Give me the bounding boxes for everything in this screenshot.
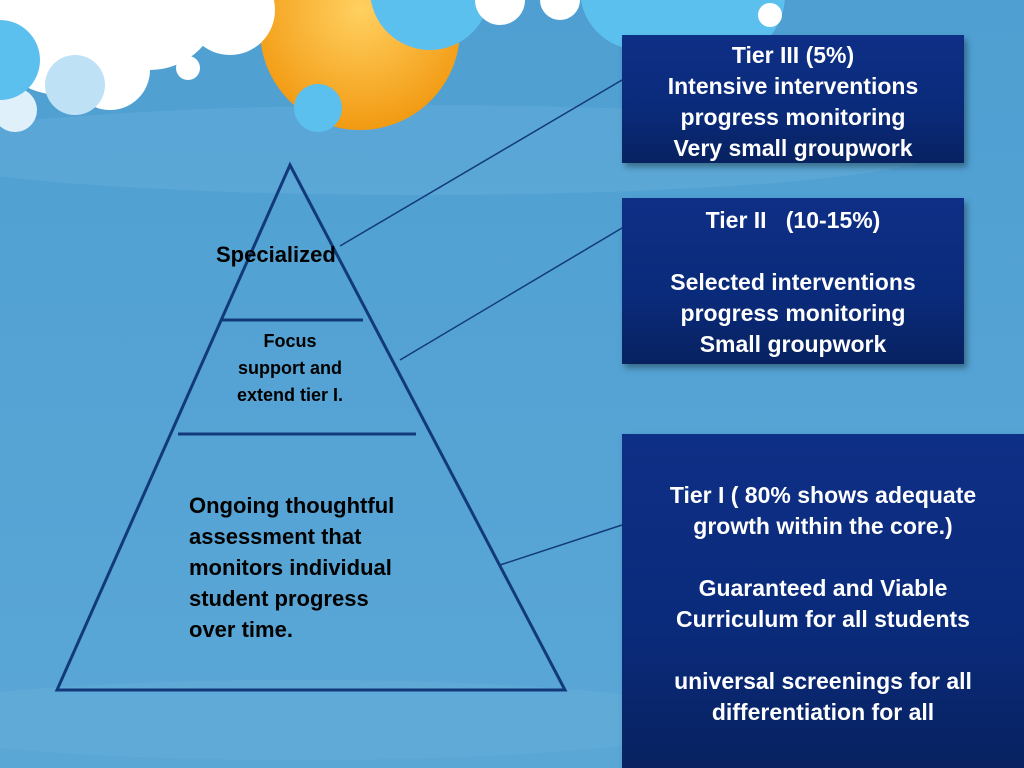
connector-line-tier2 — [399, 227, 623, 361]
bottom-label-line: student progress — [189, 586, 369, 611]
middle-label-line: Focus — [263, 331, 317, 351]
tier3-line: progress monitoring — [680, 104, 906, 130]
pyramid-bottom-label: Ongoing thoughtful assessment that monit… — [189, 490, 394, 645]
tier2-line: progress monitoring — [680, 300, 906, 326]
tier1-screening-line: universal screenings for all — [674, 668, 972, 694]
tier2-line: Selected interventions — [670, 269, 916, 295]
tier1-curriculum-line: Curriculum for all students — [676, 606, 970, 632]
cloud-icon — [0, 20, 40, 100]
middle-label-line: extend tier I. — [236, 385, 344, 405]
pyramid-outline — [54, 161, 568, 692]
tier1-box: Tier I ( 80% shows adequate growth withi… — [622, 434, 1024, 768]
swirl-band — [0, 680, 720, 760]
bottom-label-line: assessment that — [189, 524, 362, 549]
pyramid-middle-label: Focus support and extend tier I. — [210, 328, 370, 409]
tier3-line: Intensive interventions — [667, 73, 919, 99]
middle-label-line: support and — [238, 358, 342, 378]
tier1-heading: Tier I ( 80% shows adequate — [669, 482, 977, 508]
tier3-box: Tier III (5%) Intensive interventions pr… — [622, 35, 964, 163]
tier1-heading: growth within the core.) — [693, 513, 953, 539]
connector-line-tier1 — [499, 524, 623, 566]
tier1-screening-line: differentiation for all — [711, 699, 935, 725]
tier2-box: Tier II (10-15%) Selected interventions … — [622, 198, 964, 364]
cloud-icon — [0, 0, 275, 132]
tier2-heading: Tier II (10-15%) — [705, 207, 881, 233]
tier1-curriculum-line: Guaranteed and Viable — [698, 575, 948, 601]
bottom-label-line: over time. — [189, 617, 293, 642]
tier2-line: Small groupwork — [699, 331, 887, 357]
connector-line-tier3 — [339, 79, 623, 247]
bottom-label-line: Ongoing thoughtful — [189, 493, 395, 518]
bottom-label-line: monitors individual — [189, 555, 392, 580]
cloud-icon — [294, 0, 525, 132]
pyramid-top-label: Specialized — [216, 242, 336, 267]
tier3-line: Very small groupwork — [673, 135, 913, 161]
tier3-line: Tier III (5%) — [731, 42, 855, 68]
